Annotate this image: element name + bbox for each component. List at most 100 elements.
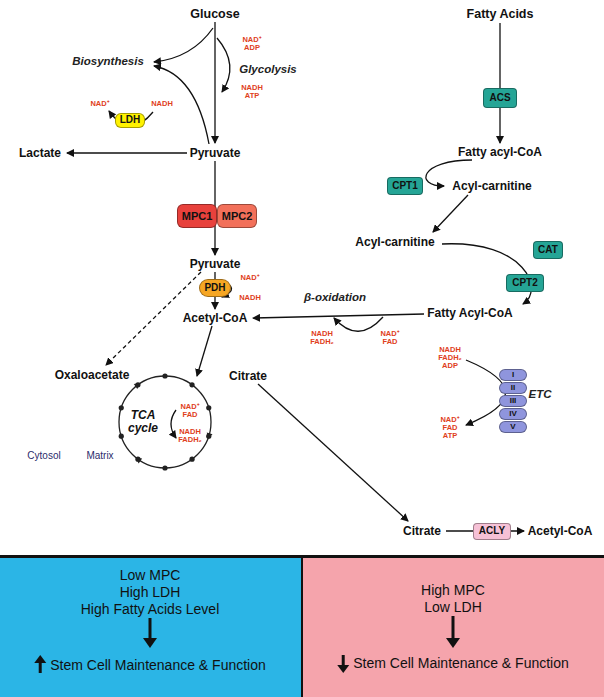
panel-text: Stem Cell Maintenance & Function xyxy=(50,658,266,672)
panel-text: Low LDH xyxy=(424,600,482,614)
cofactor-label: FAD xyxy=(183,411,198,419)
cycle-dot xyxy=(189,457,194,462)
metabolite-label: Acyl-carnitine xyxy=(452,180,531,192)
cofactor-label: NADH xyxy=(179,428,201,436)
enzyme-name: III xyxy=(510,397,517,405)
cycle-arrowhead xyxy=(205,432,213,440)
pathway-arrow xyxy=(67,152,187,153)
effect-arrow xyxy=(452,616,455,639)
cofactor-label: NADH xyxy=(311,330,333,338)
enzyme-box: CPT2 xyxy=(506,274,544,292)
enzyme-box: ACLY xyxy=(473,523,511,540)
enzyme-box: ACS xyxy=(483,88,517,108)
pathway-arrow xyxy=(253,314,424,318)
etc-complex: IV xyxy=(499,408,527,420)
pathway-arrow xyxy=(433,195,468,232)
trend-arrow xyxy=(342,655,345,665)
cofactor-label: FADH₂ xyxy=(310,338,334,346)
enzyme-name: CAT xyxy=(538,245,558,255)
cofactor-label: FAD xyxy=(443,424,458,432)
cycle-dot xyxy=(189,382,194,387)
enzyme-box: MPC1 xyxy=(177,204,217,228)
tca-cycle-circle: TCA cycle xyxy=(117,374,213,470)
trend-arrowhead xyxy=(34,655,46,663)
metabolite-label: Acetyl-CoA xyxy=(528,525,593,537)
pathway-arrow xyxy=(154,28,213,62)
region-label: Matrix xyxy=(86,451,113,461)
cycle-ring xyxy=(119,376,211,468)
cofactor-label: ADP xyxy=(244,44,260,52)
cofactor-label: FAD xyxy=(383,338,398,346)
outcome-panel: Low MPCHigh LDHHigh Fatty Acids LevelSte… xyxy=(0,558,301,697)
cycle-arrowhead xyxy=(134,455,142,463)
cofactor-label: NADH xyxy=(439,346,461,354)
mitochondrion: MatrixMPC1MPC2CATCPT2PDHTCA cycleIIIIIII… xyxy=(10,196,598,514)
pathway-label: Biosynthesis xyxy=(72,56,144,68)
pathway-arrow xyxy=(334,317,383,331)
metabolite-label: Fatty acyl-CoA xyxy=(458,146,542,158)
inner-membrane xyxy=(46,224,563,492)
panel-text: Stem Cell Maintenance & Function xyxy=(353,656,569,670)
metabolite-label: Acetyl-CoA xyxy=(183,312,248,324)
region-label: Cytosol xyxy=(27,451,60,461)
enzyme-name: I xyxy=(512,371,514,379)
panel-text: High MPC xyxy=(421,583,485,597)
pathway-label: Glycolysis xyxy=(239,64,297,76)
etc-complex: V xyxy=(499,421,527,433)
cofactor-label: NAD⁺ xyxy=(242,36,261,44)
metabolite-label: Citrate xyxy=(229,370,267,382)
cofactor-label: NAD⁺ xyxy=(240,274,259,282)
enzyme-box: PDH xyxy=(199,279,231,297)
pathway-arrow xyxy=(171,410,176,438)
pathway-label: β-oxidation xyxy=(304,292,366,304)
pathway-arrow xyxy=(499,23,500,143)
enzyme-name: CPT2 xyxy=(512,278,538,288)
trend-arrowhead xyxy=(337,665,349,673)
cofactor-label: NADH xyxy=(239,294,261,302)
metabolite-label: Fatty Acyl-CoA xyxy=(427,307,513,319)
enzyme-box: CAT xyxy=(533,241,563,259)
pathway-arrow xyxy=(214,22,215,143)
metabolite-label: Fatty Acids xyxy=(467,8,534,21)
effect-arrowhead xyxy=(446,638,460,648)
cycle-dot xyxy=(119,405,124,410)
metabolite-label: Citrate xyxy=(403,525,441,537)
cycle-dot xyxy=(162,465,167,470)
cofactor-label: NADH xyxy=(241,84,263,92)
metabolite-label: Oxaloacetate xyxy=(55,369,130,381)
enzyme-box: CPT1 xyxy=(387,177,423,195)
enzyme-box: MPC2 xyxy=(217,204,257,228)
cycle-dot xyxy=(119,434,124,439)
etc-complex: II xyxy=(499,382,527,394)
enzyme-name: II xyxy=(511,384,515,392)
panel-text: High Fatty Acids Level xyxy=(81,602,220,616)
cofactor-label: ATP xyxy=(443,432,457,440)
shape-outline xyxy=(10,196,598,514)
enzyme-name: PDH xyxy=(204,283,225,293)
enzyme-name: LDH xyxy=(120,115,141,125)
pathway-arrow xyxy=(197,326,212,376)
shape-outline xyxy=(303,558,604,697)
outcome-panel: High MPC Low LDH Stem Cell Maintenance & F… xyxy=(303,558,604,697)
pathway-arrow xyxy=(217,38,230,92)
cofactor-label: NAD⁺ xyxy=(90,100,109,108)
cycle-arrowhead xyxy=(134,381,142,389)
enzyme-name: IV xyxy=(509,410,517,418)
etc-complex: I xyxy=(499,369,527,381)
enzyme-name: V xyxy=(510,423,515,431)
panel-text: Low MPC xyxy=(120,568,181,582)
cofactor-label: FADH₂ xyxy=(438,354,462,362)
enzyme-name: ACS xyxy=(489,93,510,103)
enzyme-box: LDH xyxy=(115,113,145,128)
trend-arrow xyxy=(39,663,42,673)
effect-arrowhead xyxy=(143,638,157,648)
metabolite-label: Acyl-carnitine xyxy=(355,236,434,248)
etc-complex: III xyxy=(499,395,527,407)
cycle-dot xyxy=(206,405,211,410)
metabolite-label: Pyruvate xyxy=(190,258,241,270)
cycle-dot xyxy=(162,373,167,378)
pathway-label: ETC xyxy=(529,389,552,401)
cofactor-label: ATP xyxy=(245,92,259,100)
cofactor-label: FADH₂ xyxy=(178,436,202,444)
enzyme-name: ACLY xyxy=(479,526,505,536)
